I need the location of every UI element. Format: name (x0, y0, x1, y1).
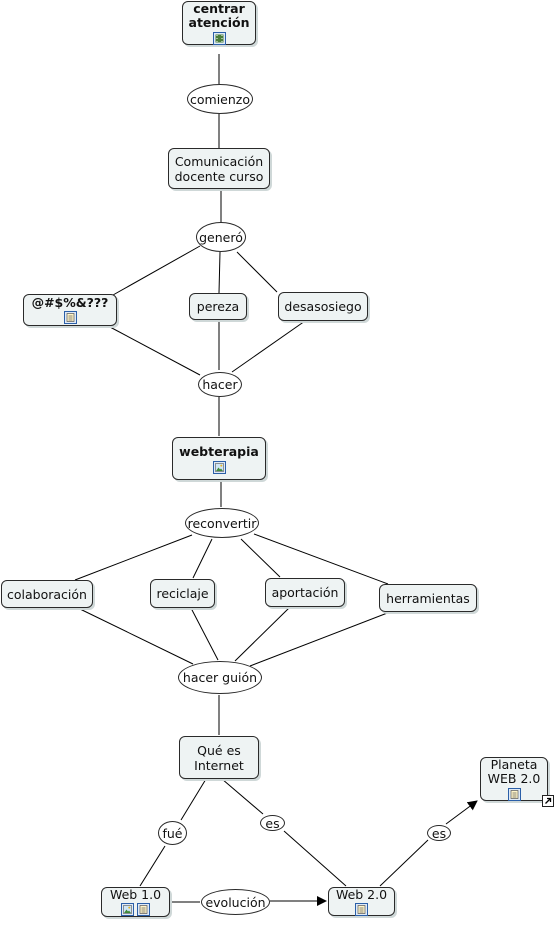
concept-label: Web 2.0 (335, 886, 388, 902)
document-resource-icon[interactable] (355, 902, 368, 916)
edge-simbolos-hacer (109, 326, 201, 376)
image-resource-icon[interactable] (212, 460, 226, 474)
concept-planeta-web-2-0[interactable]: Planeta WEB 2.0 (480, 757, 548, 801)
link-label: evolución (205, 894, 266, 910)
edge-aportacion-hacerguion (234, 607, 290, 662)
link-label: hacer (202, 377, 238, 392)
concept-webterapia[interactable]: webterapia (172, 437, 266, 480)
image-resource-icon[interactable] (121, 903, 134, 916)
concept-label: herramientas (386, 590, 470, 606)
link-label: reconvertir (187, 515, 257, 531)
concept-aportacion[interactable]: aportación (265, 578, 345, 607)
edge-genero-pereza (218, 251, 221, 294)
edge-desasosiego-hacer (231, 320, 306, 373)
concept-pereza[interactable]: pereza (189, 293, 247, 320)
concept-label: centrar atención (188, 0, 250, 30)
link-label: comienzo (190, 91, 250, 107)
edge-reconvertir-herramientas (253, 533, 389, 585)
document-resource-icon[interactable] (63, 311, 77, 324)
edge-reconvertir-reciclaje (192, 538, 213, 579)
link-es-internet-web20[interactable]: es (260, 815, 285, 831)
link-fue[interactable]: fué (158, 821, 187, 845)
concept-centrar-atencion[interactable]: centrar atención (182, 1, 256, 45)
concept-comunicacion-docente-curso[interactable]: Comunicación docente curso (168, 148, 270, 189)
edge-web20-es2 (379, 839, 429, 887)
document-resource-icon[interactable] (507, 787, 521, 801)
video-resource-icon[interactable] (212, 31, 226, 45)
concept-label: aportación (271, 585, 339, 600)
link-label: es (431, 825, 447, 841)
edge-es1-web20 (283, 830, 347, 887)
concept-colaboracion[interactable]: colaboración (1, 580, 93, 608)
concept-label: webterapia (179, 443, 259, 459)
concept-simbolos[interactable]: @#$%&??? (23, 294, 117, 326)
concept-label: @#$%&??? (31, 295, 109, 310)
concept-desasosiego[interactable]: desasosiego (278, 292, 368, 321)
concept-label: Qué es Internet (194, 742, 244, 773)
edge-es2-planeta (445, 800, 478, 825)
link-label: generó (199, 229, 243, 245)
concept-label: Web 1.0 (109, 887, 162, 902)
concept-label: desasosiego (284, 299, 362, 314)
concept-label: pereza (196, 299, 240, 314)
concept-label: colaboración (7, 586, 87, 602)
edge-reconvertir-colaboracion (74, 534, 193, 581)
external-link-icon[interactable] (542, 795, 554, 807)
link-label: hacer guión (182, 670, 258, 685)
link-reconvertir[interactable]: reconvertir (185, 508, 259, 538)
edge-internet-fue (180, 778, 207, 821)
edge-colaboracion-hacerguion (79, 608, 194, 665)
edge-reciclaje-hacerguion (190, 607, 219, 661)
concept-label: reciclaje (156, 586, 209, 601)
link-genero[interactable]: generó (196, 222, 246, 252)
link-hacer-guion[interactable]: hacer guión (178, 661, 262, 694)
concept-label: Comunicación docente curso (174, 153, 264, 184)
edge-internet-es1 (221, 778, 264, 815)
link-label: fué (162, 825, 183, 841)
concept-herramientas[interactable]: herramientas (379, 584, 477, 612)
link-comienzo[interactable]: comienzo (187, 84, 253, 114)
link-evolucion[interactable]: evolución (201, 889, 270, 915)
edge-genero-desasosiego (236, 251, 278, 293)
edge-genero-simbolos (112, 245, 201, 296)
document-resource-icon[interactable] (137, 903, 150, 916)
link-label: es (265, 815, 280, 831)
edge-herramientas-hacerguion (249, 611, 391, 667)
concept-reciclaje[interactable]: reciclaje (150, 579, 215, 608)
concept-que-es-internet[interactable]: Qué es Internet (179, 736, 259, 779)
edge-reconvertir-aportacion (240, 538, 281, 578)
edge-fue-web10 (139, 845, 166, 887)
concept-web-2-0[interactable]: Web 2.0 (328, 887, 395, 916)
concept-label: Planeta WEB 2.0 (487, 756, 541, 786)
link-hacer[interactable]: hacer (198, 372, 242, 397)
concept-web-1-0[interactable]: Web 1.0 (101, 887, 170, 917)
link-es-web20-planeta[interactable]: es (427, 825, 451, 841)
